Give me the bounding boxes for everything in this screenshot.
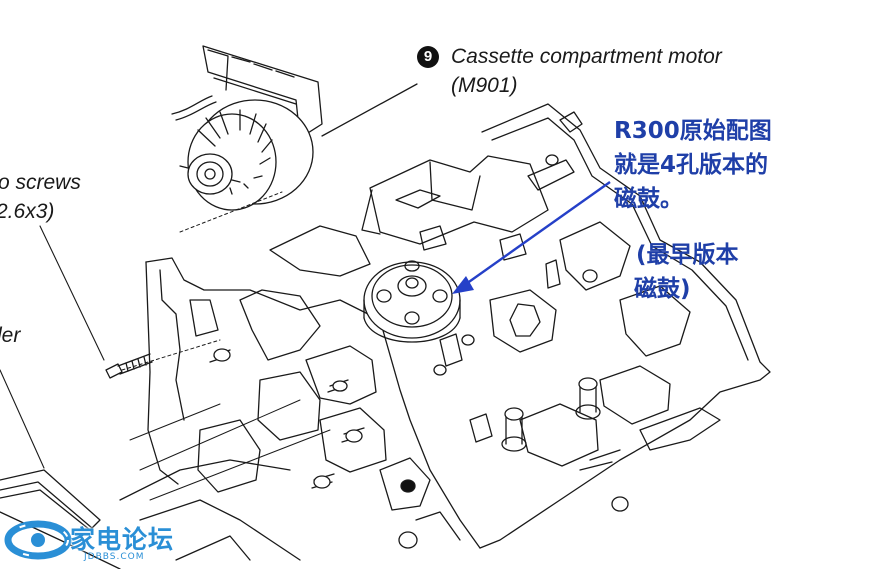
site-watermark-logo: 家电论坛 JDBBS.COM: [4, 514, 194, 568]
annotation-line1: R300原始配图: [614, 118, 772, 144]
annotation-arrow: [452, 181, 611, 294]
cassette-motor-drawing: [171, 45, 418, 233]
watermark-text-cn: 家电论坛: [70, 525, 175, 554]
annotation-line5: 磁鼓): [634, 276, 691, 302]
partial-left-label: der: [0, 324, 21, 347]
motor-label-line1: Cassette compartment motor: [451, 45, 722, 68]
annotation-line4: (最早版本: [636, 242, 739, 268]
callout-number-9: 9: [417, 46, 439, 68]
drum-4-hole: [363, 260, 461, 343]
mechanism-chassis: [0, 103, 771, 569]
annotation-line3: 磁鼓。: [614, 186, 683, 212]
watermark-swoosh-icon: [4, 520, 72, 560]
screws-label-line1: o screws: [0, 171, 81, 194]
watermark-text-en: JDBBS.COM: [84, 552, 145, 562]
screw-drawing: [105, 339, 221, 379]
motor-label-line2: (M901): [451, 74, 518, 97]
annotation-line2: 就是4孔版本的: [614, 152, 769, 178]
screws-label-line2: 2.6x3): [0, 200, 55, 223]
